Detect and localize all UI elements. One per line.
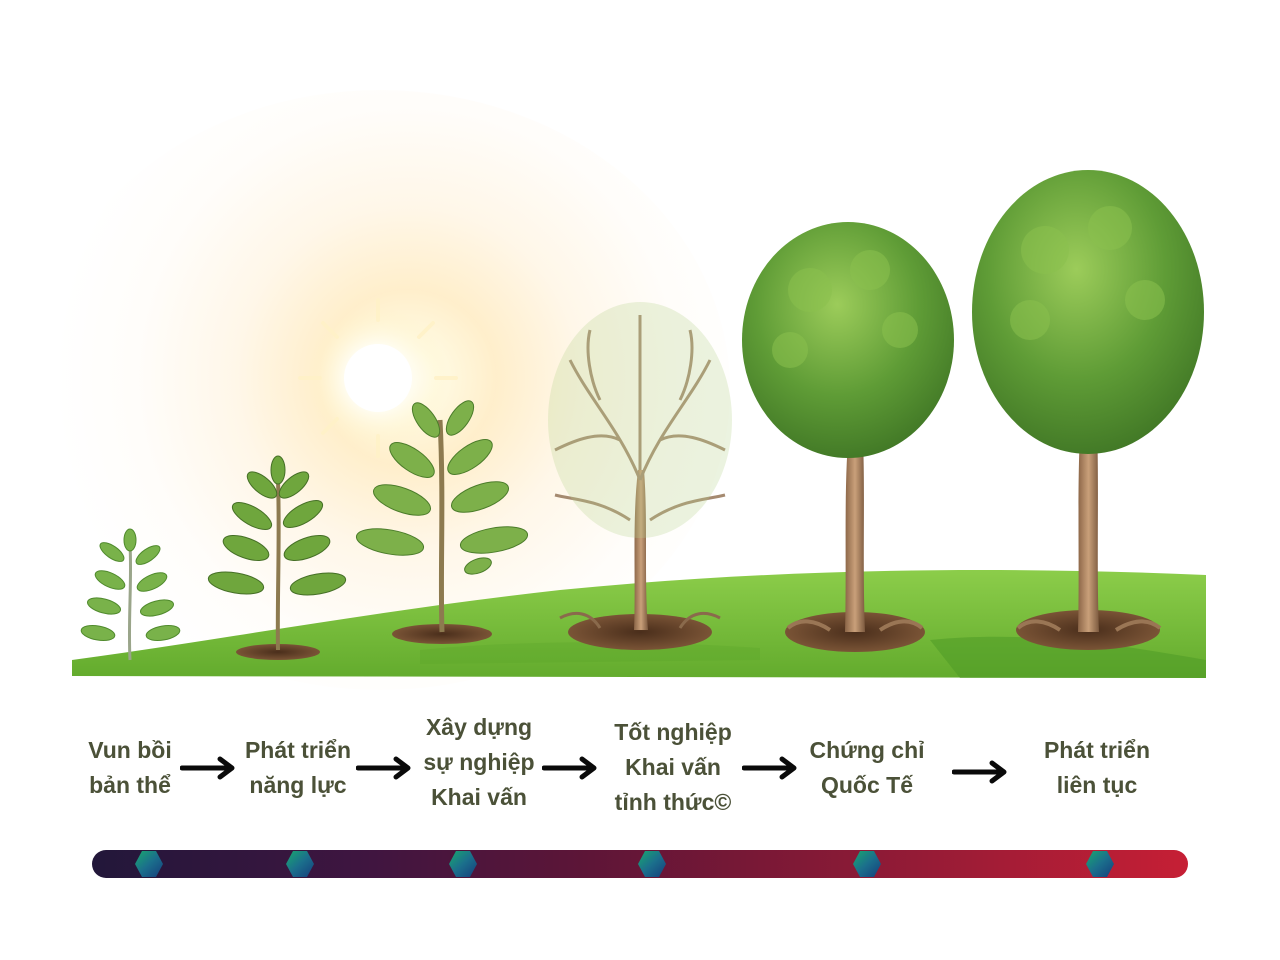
stage-label-6: Phát triển liên tục <box>1018 733 1176 803</box>
timeline-marker-icon <box>1085 850 1115 878</box>
timeline-marker-icon <box>637 850 667 878</box>
stage-label-2: Phát triển năng lực <box>218 733 378 803</box>
stage-label-5: Chứng chỉ Quốc Tế <box>786 733 948 803</box>
timeline-marker-icon <box>285 850 315 878</box>
right-arrow-icon <box>742 756 802 780</box>
timeline-marker-icon <box>448 850 478 878</box>
right-arrow-icon <box>356 756 416 780</box>
timeline-marker-icon <box>852 850 882 878</box>
stage-label-1: Vun bồi bản thể <box>60 733 200 803</box>
seedling-icon <box>80 529 181 660</box>
timeline-marker-icon <box>134 850 164 878</box>
stage-label-3: Xây dựng sự nghiệp Khai vấn <box>400 710 558 815</box>
right-arrow-icon <box>542 756 602 780</box>
right-arrow-icon <box>952 760 1012 784</box>
right-arrow-icon <box>180 756 240 780</box>
growth-illustration <box>0 0 1280 700</box>
stage-label-4: Tốt nghiệp Khai vấn tỉnh thức© <box>586 715 760 820</box>
